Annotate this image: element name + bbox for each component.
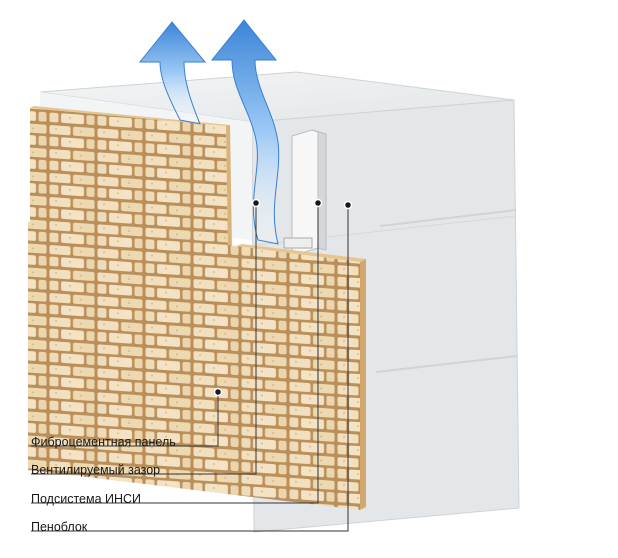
- block-joint: [375, 355, 518, 373]
- airflow-arrow-right: [210, 19, 280, 245]
- airflow-arrow-left: [138, 21, 207, 125]
- upper-fiber-cement-panel: [30, 106, 232, 254]
- up-arrow-icon: [138, 21, 207, 125]
- marker-dot: [251, 198, 261, 208]
- leader-gap: [31, 203, 257, 475]
- block-joint: [379, 209, 517, 227]
- marker-dot: [213, 387, 223, 397]
- leader-panel: [31, 392, 219, 447]
- label-fiber-cement-panel: Фиброцементная панель: [31, 435, 176, 449]
- marker-dot: [343, 200, 353, 210]
- label-ventilated-gap: Вентилируемый зазор: [31, 463, 161, 477]
- leader-subsystem: [31, 203, 319, 504]
- leader-lines: [31, 203, 349, 532]
- up-arrow-icon: [210, 19, 280, 245]
- lower-fiber-cement-panel: [28, 222, 366, 510]
- leader-block: [31, 205, 349, 532]
- label-insi-subsystem: Подсистема ИНСИ: [31, 492, 142, 506]
- leader-dots: [213, 198, 353, 397]
- insi-subsystem-profile: [283, 129, 327, 255]
- label-foam-block: Пеноблок: [31, 520, 88, 534]
- marker-dot: [313, 198, 323, 208]
